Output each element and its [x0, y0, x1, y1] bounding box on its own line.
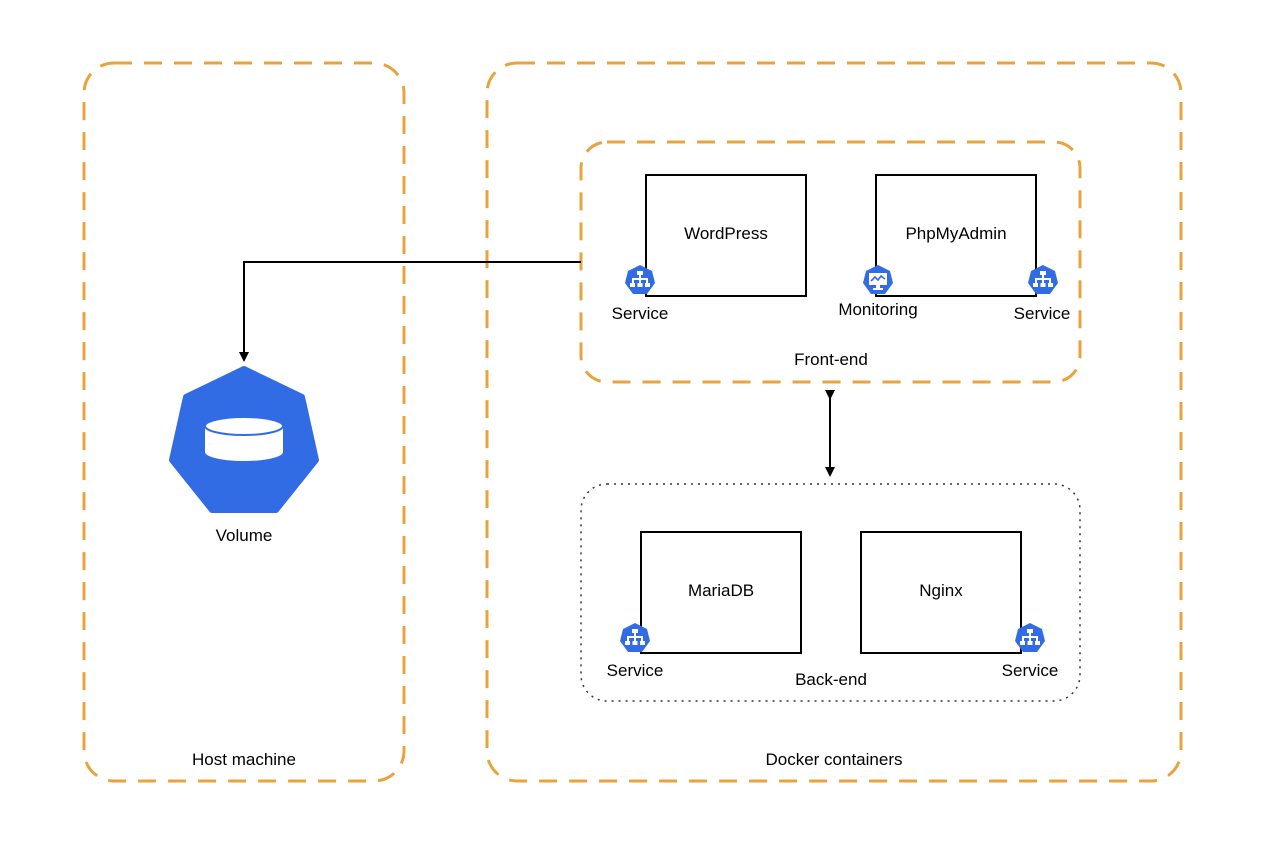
service-icon [1028, 265, 1058, 294]
wordpress-title: WordPress [684, 224, 768, 243]
nginx-service-label: Service [1001, 661, 1059, 680]
mariadb-container[interactable]: MariaDB [640, 531, 802, 654]
nginx-container[interactable]: Nginx [860, 531, 1022, 654]
frontend-volume-connector [239, 261, 581, 362]
service-icon [625, 265, 655, 294]
phpmyadmin-container[interactable]: PhpMyAdmin [875, 174, 1037, 297]
service-icon [620, 623, 650, 652]
volume-label: Volume [215, 526, 273, 545]
wordpress-service-label: Service [611, 304, 669, 323]
docker-containers-label: Docker containers [765, 750, 903, 769]
wordpress-container[interactable]: WordPress [645, 174, 807, 297]
host-machine-label: Host machine [192, 750, 296, 769]
phpmyadmin-service-label: Service [1013, 304, 1071, 323]
phpmyadmin-title: PhpMyAdmin [905, 224, 1007, 243]
phpmyadmin-monitoring-label: Monitoring [838, 300, 918, 319]
host-machine-group [82, 61, 406, 783]
mariadb-title: MariaDB [687, 581, 755, 600]
frontend-label: Front-end [794, 350, 868, 369]
service-icon [1015, 623, 1045, 652]
docker-containers-group [485, 61, 1183, 783]
backend-label: Back-end [795, 670, 867, 689]
monitoring-icon [863, 265, 893, 294]
nginx-title: Nginx [919, 581, 963, 600]
volume-icon [169, 366, 319, 513]
mariadb-service-label: Service [606, 661, 664, 680]
